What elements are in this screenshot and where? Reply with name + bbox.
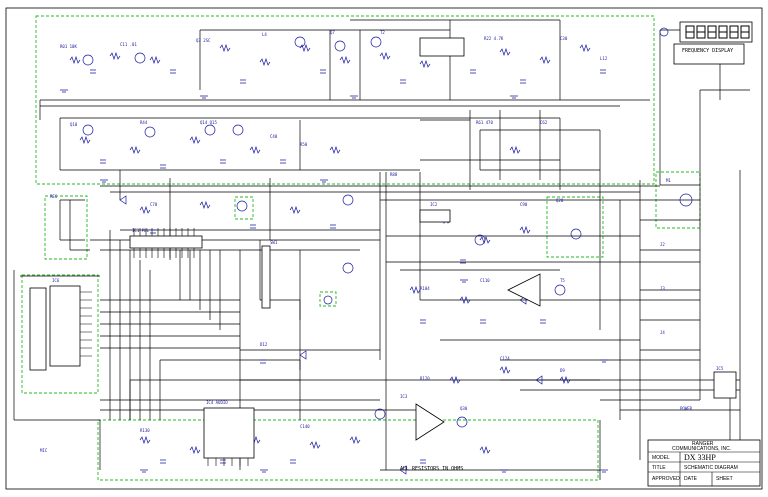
display-board-border (21, 274, 99, 394)
svg-text:R104: R104 (420, 286, 430, 291)
led-display-module (29, 287, 47, 371)
svg-text:L4: L4 (262, 32, 267, 37)
sheet-label: SHEET (716, 476, 733, 482)
agc-border (546, 196, 604, 258)
svg-text:IC4 AUDIO: IC4 AUDIO (206, 400, 228, 405)
svg-text:R130: R130 (140, 428, 150, 433)
svg-text:MIC: MIC (40, 448, 48, 453)
transformer-amp (507, 273, 541, 307)
svg-text:T5: T5 (560, 278, 565, 283)
model-label: MODEL (652, 455, 670, 461)
svg-text:C90: C90 (520, 202, 528, 207)
svg-text:M1: M1 (666, 178, 671, 183)
svg-text:J3: J3 (660, 286, 665, 291)
integrated-circuits (29, 21, 753, 459)
svg-text:IC5: IC5 (716, 366, 724, 371)
title-value: SCHEMATIC DIAGRAM (684, 465, 738, 471)
title-block: RANGER COMMUNICATIONS, INC. MODEL DX 33H… (647, 439, 761, 487)
ic-pll (129, 235, 203, 249)
svg-text:REG: REG (50, 194, 58, 199)
module-borders (21, 15, 701, 481)
svg-text:R22 4.7K: R22 4.7K (484, 36, 504, 41)
svg-text:R01 10K: R01 10K (60, 44, 77, 49)
component-labels: R01 10K C11 .01 Q3 2SC L4 Q7 T2 R22 4.7K C30… (40, 30, 724, 453)
svg-text:R120: R120 (420, 376, 430, 381)
ic-pins (80, 228, 249, 466)
svg-text:C140: C140 (300, 424, 310, 429)
svg-text:SW1: SW1 (270, 240, 278, 245)
svg-text:C11 .01: C11 .01 (120, 42, 137, 47)
wiring (13, 19, 750, 480)
display-driver-box (673, 43, 745, 65)
ic-if (419, 209, 451, 223)
svg-text:D12: D12 (260, 342, 268, 347)
ic-power (713, 371, 737, 399)
frequency-display-digits (685, 25, 750, 39)
company-subtitle: COMMUNICATIONS, INC. (672, 446, 731, 452)
title-label: TITLE (652, 465, 666, 471)
svg-text:J2: J2 (660, 242, 665, 247)
svg-text:C62: C62 (540, 120, 548, 125)
ic-mixer (419, 37, 465, 57)
svg-text:R44: R44 (140, 120, 148, 125)
display-caption: FREQUENCY DISPLAY (682, 48, 733, 54)
ic-switch (261, 245, 271, 309)
svg-text:C48: C48 (270, 134, 278, 139)
svg-text:C70: C70 (150, 202, 158, 207)
svg-text:L12: L12 (600, 56, 608, 61)
svg-text:Q20: Q20 (556, 198, 564, 203)
svg-text:Q30: Q30 (460, 406, 468, 411)
regulator-border (44, 195, 88, 260)
small-module-border-2 (319, 291, 337, 307)
svg-text:POWER: POWER (680, 406, 693, 411)
svg-text:C30: C30 (560, 36, 568, 41)
svg-text:IC3: IC3 (400, 394, 408, 399)
op-amp (415, 403, 445, 441)
ic-audio (203, 407, 255, 459)
svg-text:C124: C124 (500, 356, 510, 361)
svg-text:R50: R50 (300, 142, 308, 147)
ic-display-driver (49, 285, 81, 367)
model-number: DX 33HP (684, 453, 716, 462)
svg-text:IC2: IC2 (430, 202, 438, 207)
date-label: DATE (684, 476, 698, 482)
svg-text:T2: T2 (380, 30, 385, 35)
svg-text:Q7: Q7 (330, 30, 335, 35)
svg-text:D9: D9 (560, 368, 565, 373)
svg-text:IC1 PLL: IC1 PLL (132, 228, 149, 233)
rf-section-border (35, 15, 655, 185)
components (60, 27, 693, 475)
svg-text:R88: R88 (390, 172, 398, 177)
approved-label: APPROVED (652, 476, 680, 482)
svg-text:Q14 Q15: Q14 Q15 (200, 120, 217, 125)
footer-note: ALL RESISTORS IN OHMS (400, 466, 463, 472)
svg-text:Q3 2SC: Q3 2SC (196, 38, 211, 43)
svg-text:Q10: Q10 (70, 122, 78, 127)
svg-text:IC6: IC6 (52, 278, 60, 283)
svg-text:J4: J4 (660, 330, 665, 335)
outer-frame (5, 7, 763, 490)
svg-text:R61 470: R61 470 (476, 120, 493, 125)
company-name: RANGER (692, 441, 714, 447)
audio-section-border (97, 419, 599, 481)
svg-text:C110: C110 (480, 278, 490, 283)
